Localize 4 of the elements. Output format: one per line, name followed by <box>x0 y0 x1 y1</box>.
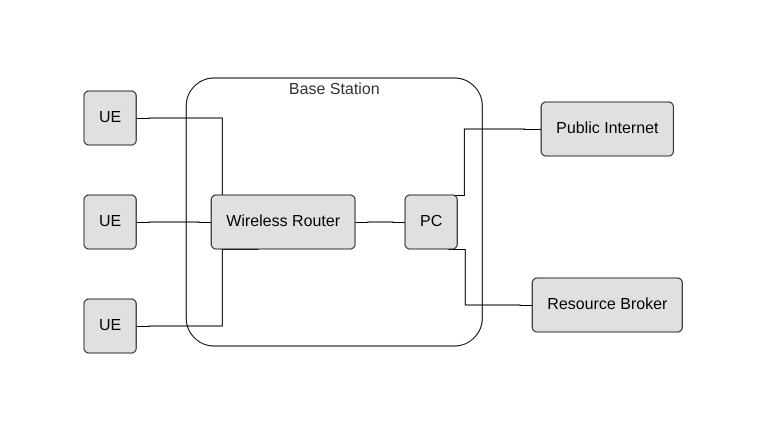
connector <box>136 248 259 326</box>
connector <box>448 248 534 306</box>
connector <box>354 221 406 222</box>
connector <box>136 221 212 222</box>
